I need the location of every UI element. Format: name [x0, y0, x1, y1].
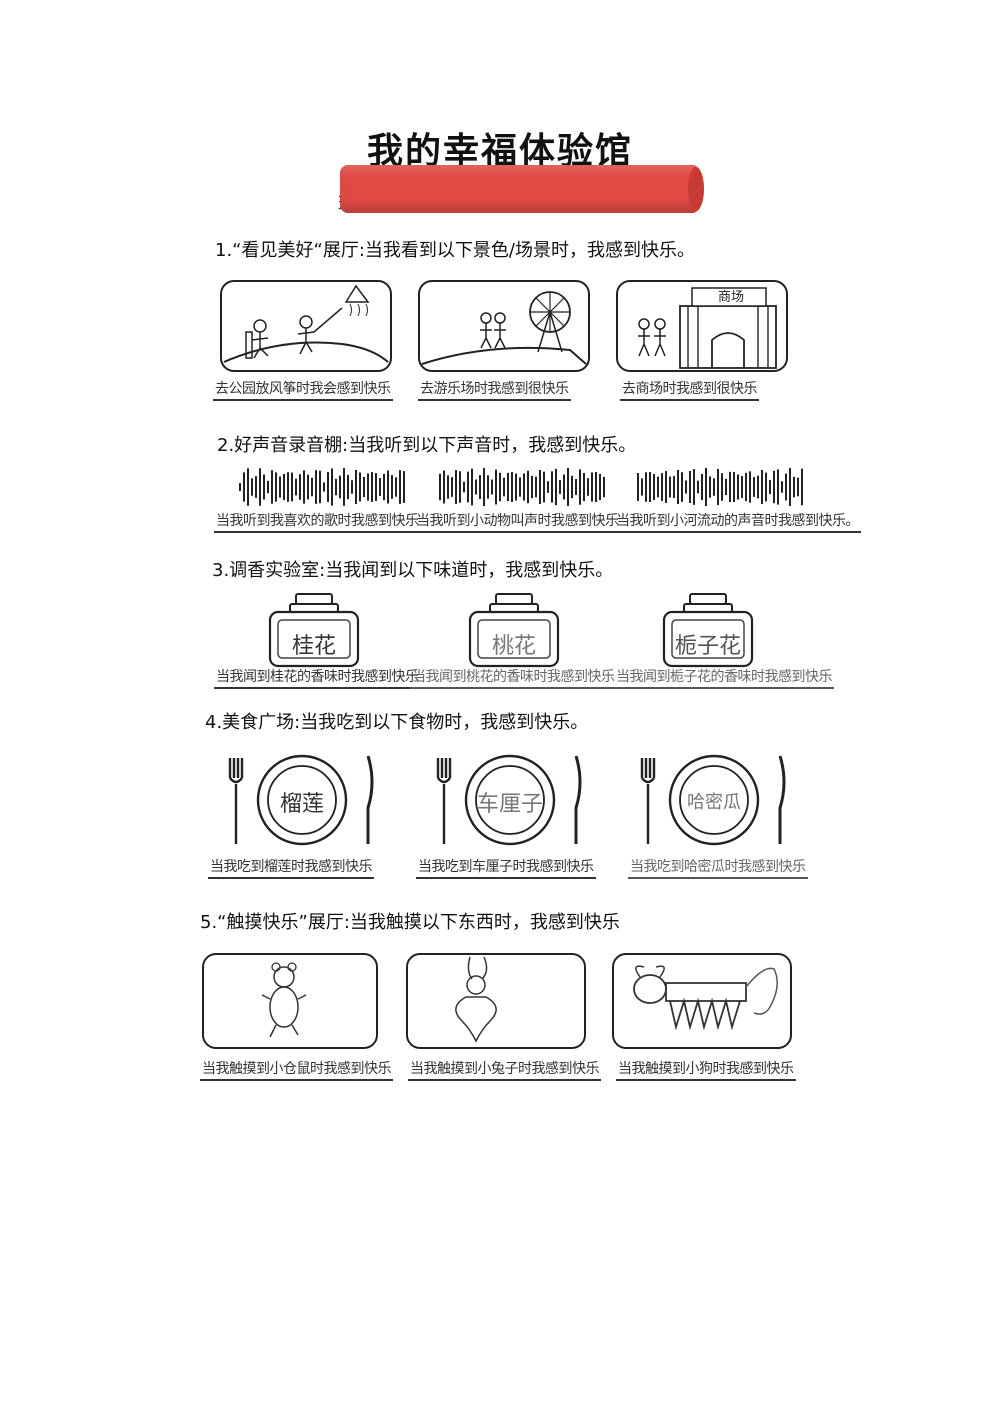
caption-3-1: 当我闻到桂花的香味时我感到快乐 — [214, 666, 421, 689]
dog-icon — [633, 965, 778, 1031]
caption-5-1: 当我触摸到小仓鼠时我感到快乐 — [200, 1058, 393, 1081]
section-4-heading: 4.美食广场:当我吃到以下食物时，我感到快乐。 — [205, 712, 589, 733]
caption-1-3: 去商场时我感到很快乐 — [620, 378, 759, 401]
caption-2-3: 当我听到小河流动的声音时我感到快乐。 — [614, 510, 861, 533]
caption-4-2: 当我吃到车厘子时我感到快乐 — [416, 856, 596, 879]
perfume-bottle-icon — [468, 593, 560, 668]
rabbit-drawing — [406, 953, 586, 1049]
caption-2-2: 当我听到小动物叫声时我感到快乐 — [414, 510, 621, 533]
hamster-drawing — [202, 953, 378, 1049]
caption-2-1: 当我听到我喜欢的歌时我感到快乐 — [214, 510, 421, 533]
caption-4-1: 当我吃到榴莲时我感到快乐 — [208, 856, 374, 879]
mall-building-icon — [638, 287, 777, 369]
perfume-bottle-icon — [662, 593, 754, 668]
caption-4-3: 当我吃到哈密瓜时我感到快乐 — [628, 856, 808, 879]
hamster-icon — [261, 962, 307, 1038]
place-setting-2: 车厘子 — [430, 752, 590, 848]
section-2-heading: 2.好声音录音棚:当我听到以下声音时，我感到快乐。 — [217, 435, 637, 456]
mall-drawing: 商场 — [616, 280, 788, 372]
perfume-bottle-icon — [268, 593, 360, 668]
caption-3-2: 当我闻到桃花的香味时我感到快乐 — [410, 666, 617, 689]
caption-5-3: 当我触摸到小狗时我感到快乐 — [616, 1058, 796, 1081]
ferris-wheel-icon — [421, 291, 587, 365]
jar-label-2: 桃花 — [491, 634, 536, 659]
red-chalk-stick — [340, 165, 704, 213]
perfume-jar-1: 桂花 — [266, 592, 362, 668]
perfume-jar-2: 桃花 — [466, 592, 562, 668]
section-1-heading: 1.“看见美好“展厅:当我看到以下景色/场景时，我感到快乐。 — [215, 240, 695, 261]
plate-fork-knife-icon — [228, 754, 374, 846]
caption-1-2: 去游乐场时我感到很快乐 — [418, 378, 571, 401]
plate-fork-knife-icon — [640, 754, 786, 846]
section-5-heading: 5.“触摸快乐”展厅:当我触摸以下东西时，我感到快乐 — [200, 912, 620, 933]
plate-food-3: 哈密瓜 — [687, 792, 741, 813]
caption-3-3: 当我闻到栀子花的香味时我感到快乐 — [614, 666, 834, 689]
sound-wave-icon-1 — [239, 468, 405, 506]
caption-5-2: 当我触摸到小兔子时我感到快乐 — [408, 1058, 601, 1081]
jar-label-1: 桂花 — [291, 634, 336, 659]
place-setting-3: 哈密瓜 — [634, 752, 794, 848]
jar-label-3: 栀子花 — [674, 634, 741, 659]
mall-sign: 商场 — [717, 290, 744, 305]
park-kite-drawing — [220, 280, 392, 372]
amusement-park-drawing — [418, 280, 590, 372]
caption-1-1: 去公园放风筝时我会感到快乐 — [213, 378, 393, 401]
plate-food-2: 车厘子 — [476, 792, 543, 817]
section-3-heading: 3.调香实验室:当我闻到以下味道时，我感到快乐。 — [212, 560, 614, 581]
park-kite-icon — [223, 284, 389, 363]
dog-drawing — [612, 953, 792, 1049]
plate-food-1: 榴莲 — [279, 792, 324, 817]
rabbit-icon — [455, 956, 497, 1043]
plate-fork-knife-icon — [436, 754, 582, 846]
place-setting-1: 榴莲 — [222, 752, 382, 848]
sound-wave-icon-3 — [637, 468, 803, 506]
perfume-jar-3: 栀子花 — [660, 592, 756, 668]
sound-wave-icon-2 — [439, 468, 605, 506]
